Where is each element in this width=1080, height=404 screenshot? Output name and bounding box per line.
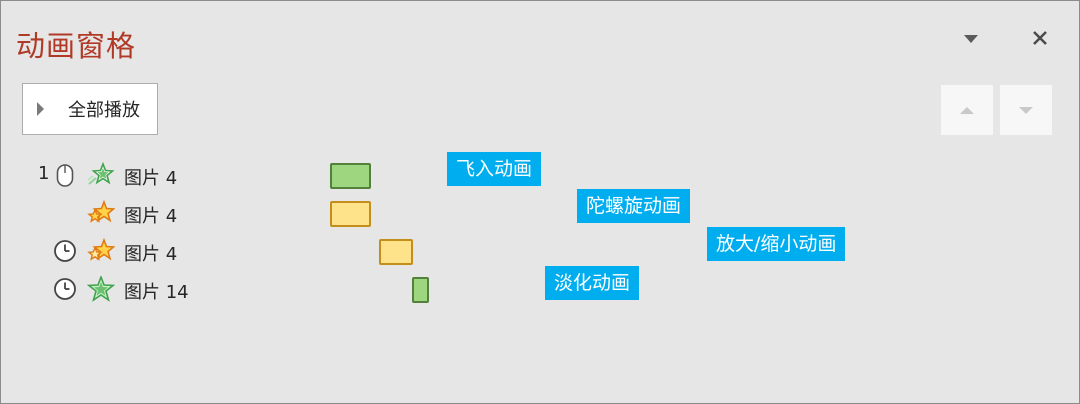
- animation-target-name: 图片 4: [124, 244, 178, 265]
- fade-entrance-icon: [87, 276, 115, 302]
- animation-target-name: 图片 4: [124, 206, 178, 227]
- play-icon: [37, 102, 44, 116]
- animation-item-1[interactable]: 1 图片 4: [1, 157, 1080, 193]
- grow-shrink-emphasis-icon: [87, 238, 115, 261]
- animation-item-2[interactable]: 图片 4: [1, 195, 1080, 231]
- timeline-bar[interactable]: [379, 239, 413, 265]
- clock-icon: [54, 278, 76, 300]
- close-button[interactable]: [1025, 23, 1055, 53]
- callout-grow-shrink: 放大/缩小动画: [707, 227, 846, 261]
- callout-fade: 淡化动画: [545, 266, 640, 300]
- close-icon: [1033, 31, 1047, 45]
- pane-options-dropdown[interactable]: [956, 27, 986, 51]
- animation-target-name: 图片 14: [124, 282, 189, 303]
- animation-item-4[interactable]: 图片 14: [1, 271, 1080, 307]
- timeline-bar[interactable]: [412, 277, 429, 303]
- animation-index: 1: [38, 163, 50, 184]
- spin-emphasis-icon: [87, 200, 115, 223]
- move-down-button[interactable]: [1000, 85, 1052, 135]
- callout-spin: 陀螺旋动画: [577, 189, 691, 223]
- callout-fly-in: 飞入动画: [447, 152, 542, 186]
- pane-title: 动画窗格: [16, 29, 137, 63]
- animation-item-3[interactable]: 图片 4: [1, 233, 1080, 269]
- mouse-click-icon: [56, 164, 74, 187]
- timeline-bar[interactable]: [330, 201, 371, 227]
- up-arrow-icon: [960, 106, 974, 114]
- chevron-down-icon: [964, 35, 978, 43]
- timeline-bar[interactable]: [330, 163, 371, 189]
- animation-target-name: 图片 4: [124, 168, 178, 189]
- play-all-label: 全部播放: [68, 100, 140, 121]
- down-arrow-icon: [1019, 106, 1033, 114]
- move-up-button[interactable]: [941, 85, 993, 135]
- fly-in-entrance-icon: [87, 162, 115, 185]
- play-all-button[interactable]: 全部播放: [22, 83, 158, 135]
- clock-icon: [54, 240, 76, 262]
